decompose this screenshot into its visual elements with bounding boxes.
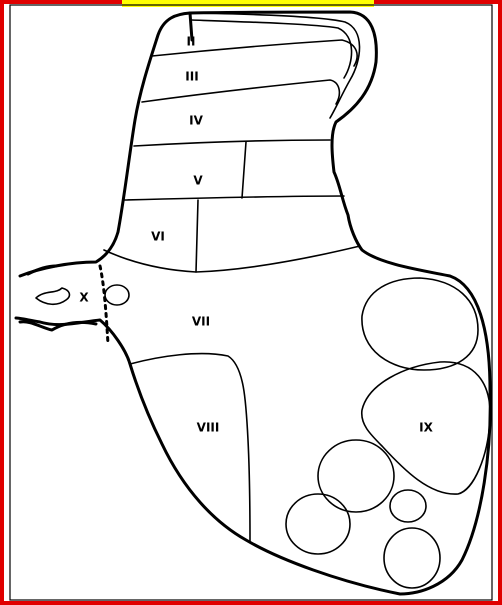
lamina-label-VIII: VIII (197, 421, 220, 435)
top-highlight-bar (122, 0, 374, 7)
lamina-label-IV: IV (189, 114, 203, 128)
lamina-label-V: V (193, 174, 203, 188)
lamina-IX-pool-center (318, 440, 394, 512)
boundary-IV-V (134, 140, 330, 146)
lamina-label-III: III (185, 70, 198, 84)
lamina-label-VI: VI (151, 230, 165, 244)
lamina-X-crescent (36, 288, 69, 304)
lamina-II-inner-curve (190, 13, 360, 118)
lamina-label-II: II (187, 35, 196, 49)
lamina-label-X: X (79, 291, 89, 305)
lamina-IX-pool-left (286, 494, 350, 554)
lamina-IX-pool-upper (362, 278, 478, 370)
boundary-VI-VII (104, 246, 360, 272)
lamina-X-dashed-boundary (100, 266, 108, 344)
lamina-label-VII: VII (192, 315, 210, 329)
lamina-IX-pool-small (390, 490, 426, 522)
boundary-V-VI (124, 196, 344, 200)
boundary-VII-VIII (130, 354, 250, 542)
boundary-V-split (242, 142, 246, 198)
lamina-IX-pool-bottom (384, 528, 440, 588)
ventral-root-stub (20, 322, 96, 330)
lamina-label-IX: IX (419, 421, 433, 435)
central-canal-circle (105, 285, 129, 305)
boundary-VI-split (196, 200, 198, 272)
boundary-II-III (152, 40, 357, 66)
boundary-III-IV (142, 80, 339, 104)
